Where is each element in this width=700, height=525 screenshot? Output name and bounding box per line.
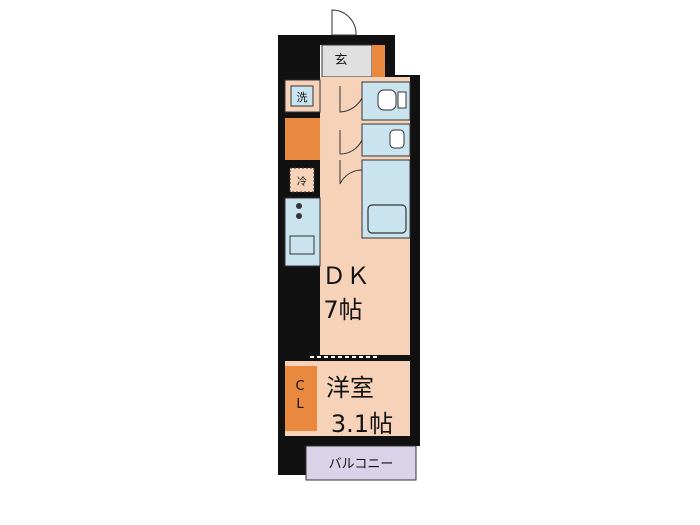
fridge-space (289, 167, 315, 193)
washer-label: 洗 (297, 91, 308, 104)
door-arc (339, 160, 363, 185)
entrance-area (321, 44, 373, 78)
toilet-icon (377, 89, 397, 111)
western-room-size: 3.1帖 (331, 410, 393, 438)
washbasin-icon (389, 129, 405, 149)
storage-closet (285, 118, 320, 160)
closet-label-c: C (295, 379, 304, 394)
dk-label: ＤＫ (322, 262, 370, 290)
sink-icon (289, 235, 315, 255)
door-arc (339, 130, 363, 155)
bathtub-icon (367, 204, 407, 234)
door-arc (339, 86, 363, 113)
kitchen-counter (284, 197, 321, 267)
entrance-label: 玄 (334, 53, 347, 68)
entrance-door (331, 9, 357, 36)
closet-label-l: L (296, 397, 304, 412)
closet (285, 366, 317, 431)
fridge-label: 冷 (297, 175, 307, 188)
stove-burner-icon (296, 203, 302, 209)
balcony-label: バルコニー (329, 457, 394, 472)
stove-burner-icon (296, 213, 302, 219)
balcony (305, 445, 417, 481)
toilet-tank-icon (397, 91, 407, 109)
western-room-label: 洋室 (326, 374, 374, 402)
shoe-storage (372, 45, 385, 77)
washer-icon (290, 85, 314, 107)
dk-size: 7帖 (323, 296, 362, 324)
